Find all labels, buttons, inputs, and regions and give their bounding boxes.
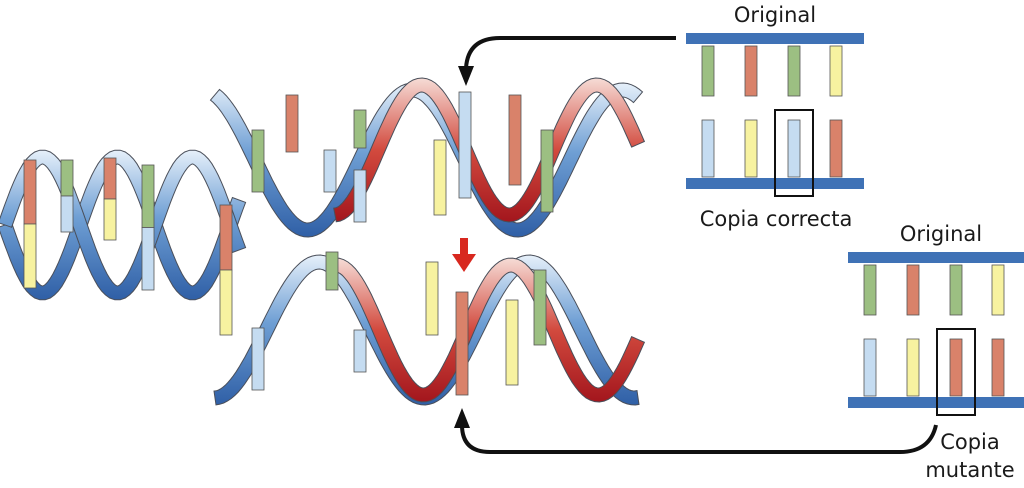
base-rung	[23, 223, 37, 289]
mutation-arrow-shaft	[460, 238, 468, 254]
dna-helix	[0, 77, 646, 406]
top-connector-arrowhead-icon	[458, 66, 474, 86]
bottom-bottom-base	[863, 338, 877, 397]
base-rung	[533, 269, 547, 346]
top-top-base	[829, 45, 843, 97]
bottom-panel-mutant-copy-label-line1: Copia	[940, 430, 1000, 454]
bottom-bottom-base	[949, 338, 963, 397]
bottom-top-backbone	[848, 252, 1024, 263]
top-bottom-base	[829, 119, 843, 178]
upper-helix-new-strand	[333, 77, 646, 223]
bottom-highlight-box	[936, 328, 976, 416]
base-rung	[433, 139, 447, 216]
top-connector-line	[464, 36, 676, 69]
base-rung	[141, 227, 155, 291]
base-rung	[353, 109, 367, 149]
lower-helix-new-strand	[334, 257, 646, 403]
top-panel-original-label: Original	[733, 3, 817, 27]
base-rung	[251, 129, 265, 193]
base-rung	[23, 159, 37, 225]
base-rung	[455, 291, 469, 396]
bottom-top-base	[991, 264, 1005, 316]
bottom-panel-original-label: Original	[899, 222, 983, 246]
bottom-panel	[848, 252, 1024, 416]
top-top-base	[787, 45, 801, 97]
base-rung	[425, 261, 439, 336]
base-rung	[508, 94, 522, 186]
red-down-arrow-icon	[452, 254, 476, 272]
bottom-panel-mutant-copy-label-line2: mutante	[925, 458, 1015, 482]
top-highlight-box	[774, 109, 814, 197]
base-rung	[323, 149, 337, 193]
bottom-top-base	[863, 264, 877, 316]
base-rung	[540, 129, 554, 213]
base-rung	[505, 299, 519, 386]
base-rung	[458, 91, 472, 199]
arrows	[452, 36, 938, 454]
base-rung	[251, 327, 265, 391]
base-rung	[353, 169, 367, 223]
top-bottom-base	[744, 119, 758, 178]
top-panel-correct-copy-label: Copia correcta	[699, 207, 853, 231]
bottom-top-base	[906, 264, 920, 316]
bottom-top-base	[949, 264, 963, 316]
base-rung	[285, 94, 299, 153]
base-rung	[60, 159, 74, 197]
top-top-base	[701, 45, 715, 97]
base-rung	[103, 198, 117, 241]
bottom-connector-line	[460, 424, 938, 454]
bottom-bottom-base	[991, 338, 1005, 397]
bottom-bottom-base	[906, 338, 920, 397]
base-pair-panels	[686, 33, 1024, 416]
top-top-base	[744, 45, 758, 97]
base-rung	[325, 251, 339, 291]
base-rung	[60, 195, 74, 233]
bottom-connector-arrowhead-icon	[454, 408, 470, 428]
top-panel	[686, 33, 864, 197]
base-rung	[219, 204, 233, 271]
top-bottom-base	[787, 119, 801, 178]
top-bottom-base	[701, 119, 715, 178]
base-rung	[141, 164, 155, 228]
base-rung	[219, 269, 233, 336]
base-rung	[353, 329, 367, 373]
base-rung	[103, 157, 117, 200]
top-top-backbone	[686, 33, 864, 44]
